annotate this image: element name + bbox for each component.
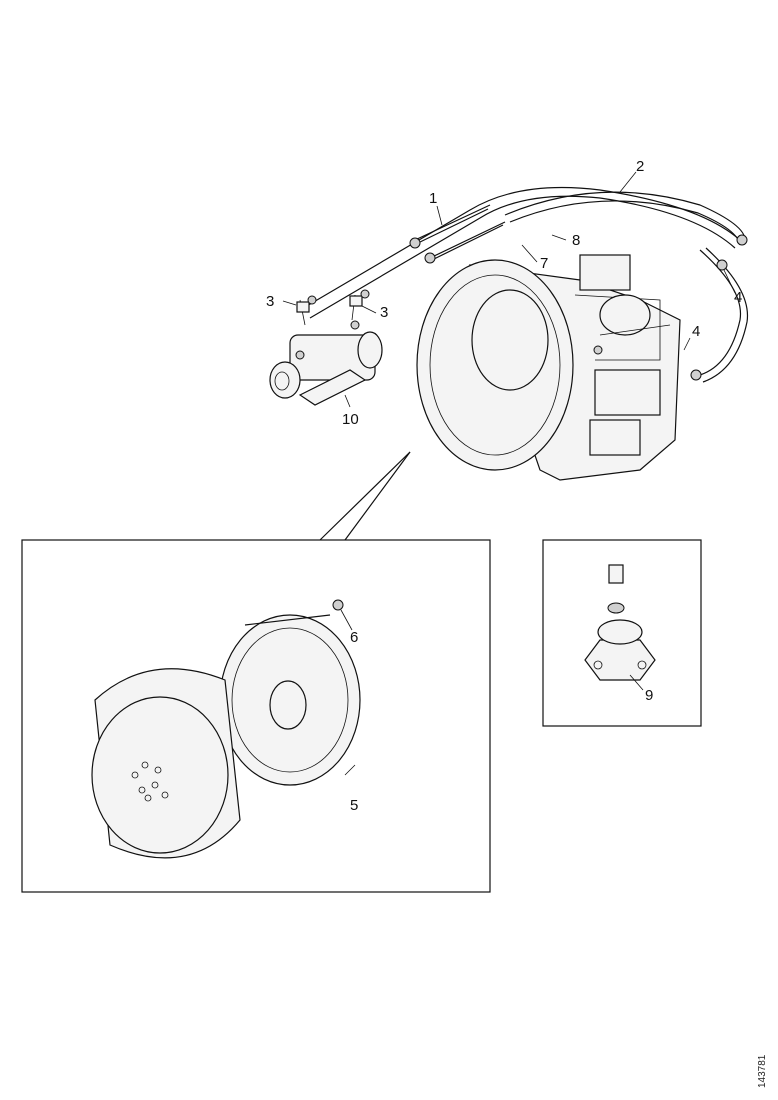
mount-detail-frame [542,539,702,727]
drawing-code: 143781 [757,1054,768,1088]
leader-lines [282,171,736,776]
callout-4-lower: 4 [692,323,700,340]
callout-9: 9 [645,687,653,704]
flywheel-assembly [91,599,361,859]
callout-5: 5 [350,797,358,814]
callout-3-left: 3 [266,293,274,310]
detail-pointer [319,451,411,541]
callout-4-upper: 4 [734,289,742,306]
callout-7: 7 [540,255,548,272]
callout-2: 2 [636,158,644,175]
flywheel-detail-frame [21,539,491,893]
callout-8: 8 [572,232,580,249]
pump-assembly [269,289,383,406]
engine-mount [584,564,656,681]
callout-1: 1 [429,190,437,207]
hose-assembly [299,186,749,383]
transmission-housing [416,254,681,481]
callout-10: 10 [342,411,359,428]
callout-3-right: 3 [380,304,388,321]
callout-6: 6 [350,629,358,646]
